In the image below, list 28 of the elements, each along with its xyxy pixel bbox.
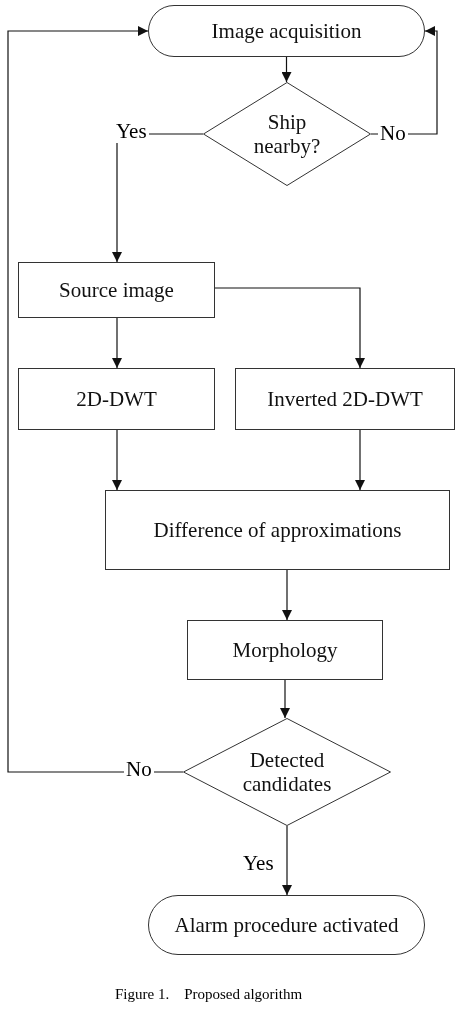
terminal-node: [148, 5, 425, 57]
node-label: Image acquisition: [211, 18, 362, 44]
arrow: [281, 56, 292, 83]
process-box: [235, 368, 455, 430]
node-label: 2D-DWT: [76, 386, 157, 412]
process-box: [18, 368, 215, 430]
decision-diamond: [203, 82, 371, 186]
arrow: [282, 825, 292, 896]
figure-caption: Figure 1. Proposed algorithm: [115, 986, 303, 1003]
arrow: [214, 287, 365, 369]
process-box: [187, 620, 383, 680]
arrow: [112, 317, 122, 369]
node-label: Inverted 2D-DWT: [267, 386, 423, 412]
decision-diamond: [183, 718, 391, 826]
node-label: Source image: [59, 277, 174, 303]
process-box: [18, 262, 215, 318]
arrow: [7, 26, 184, 773]
arrow: [112, 429, 122, 491]
arrow: [355, 429, 365, 491]
arrow: [280, 679, 290, 719]
node-label: Morphology: [232, 637, 338, 663]
node-label: Alarm procedure activated: [174, 912, 399, 938]
node-label: Difference of approximations: [153, 517, 402, 543]
terminal-node: [148, 895, 425, 955]
arrow: [282, 569, 292, 621]
node-label: Ship nearby?: [252, 109, 322, 159]
node-label: Detected candidates: [241, 747, 333, 797]
process-box: [105, 490, 450, 570]
